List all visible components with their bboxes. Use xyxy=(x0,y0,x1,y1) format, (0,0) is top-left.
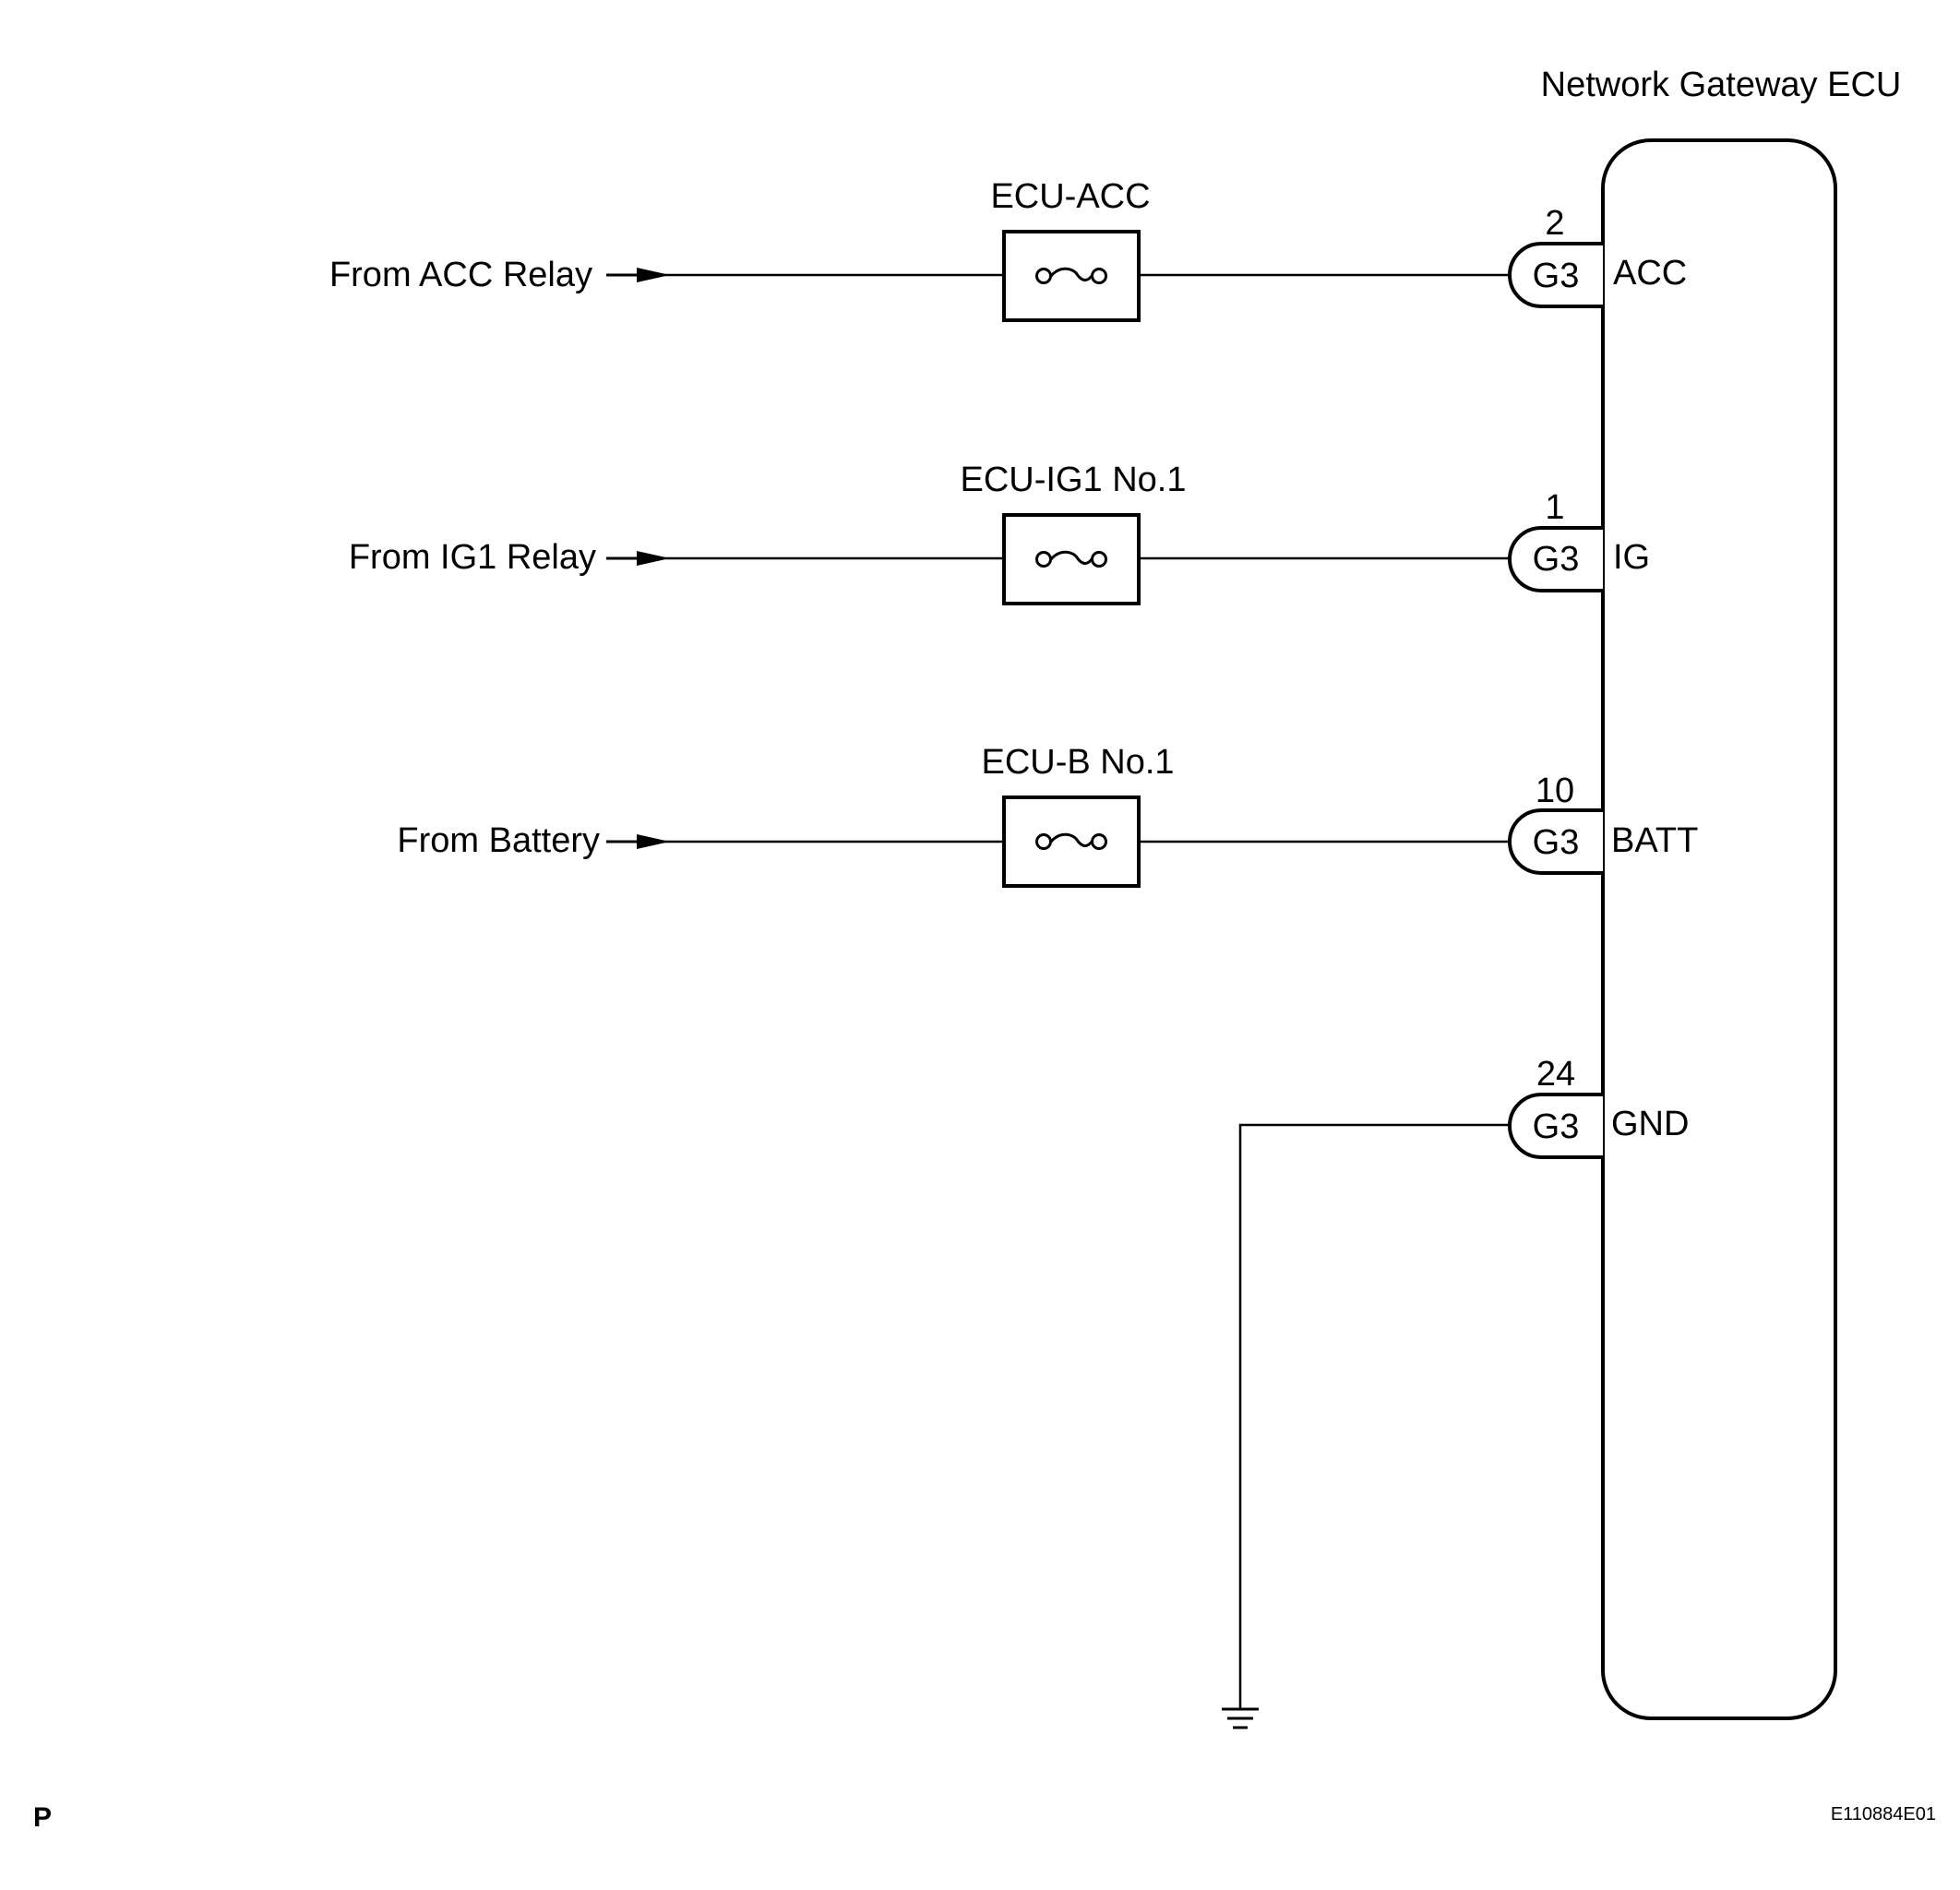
connector-code-g3: G3 xyxy=(1533,1107,1580,1146)
ground-wire xyxy=(1238,1123,1511,1709)
ground-icon xyxy=(1222,1707,1259,1729)
source-label-battery: From Battery xyxy=(397,821,600,860)
connector-code-g3: G3 xyxy=(1533,823,1580,862)
circuit-batt: From Battery ECU-B No.1 10 G3 BATT xyxy=(397,743,1698,888)
terminal-batt: BATT xyxy=(1611,821,1698,860)
circuit-acc: From ACC Relay ECU-ACC 2 G3 ACC xyxy=(329,177,1687,322)
connector-g3-ig xyxy=(1508,526,1603,592)
pin-number-1: 1 xyxy=(1545,488,1564,527)
fuse-label-ecu-ig1-no1: ECU-IG1 No.1 xyxy=(961,461,1187,499)
terminal-gnd: GND xyxy=(1611,1105,1689,1143)
fuse-icon xyxy=(1002,513,1141,605)
fuse-icon xyxy=(1002,795,1141,888)
terminal-ig: IG xyxy=(1613,538,1650,577)
fuse-icon xyxy=(1002,230,1141,322)
pin-number-10: 10 xyxy=(1536,772,1574,810)
connector-g3-batt xyxy=(1508,808,1603,875)
fuse-label-ecu-b-no1: ECU-B No.1 xyxy=(981,743,1174,782)
source-label-ig1-relay: From IG1 Relay xyxy=(349,538,596,577)
pin-number-24: 24 xyxy=(1536,1055,1575,1094)
figure-code: E110884E01 xyxy=(1831,1804,1936,1824)
corner-mark: P xyxy=(33,1802,52,1833)
source-label-acc-relay: From ACC Relay xyxy=(329,256,592,294)
connector-code-g3: G3 xyxy=(1533,540,1580,579)
terminal-acc: ACC xyxy=(1613,254,1687,293)
ecu-title: Network Gateway ECU xyxy=(1541,66,1902,104)
circuit-ig: From IG1 Relay ECU-IG1 No.1 1 G3 IG xyxy=(349,461,1650,605)
connector-code-g3: G3 xyxy=(1533,257,1580,295)
pin-number-2: 2 xyxy=(1545,204,1564,243)
fuse-label-ecu-acc: ECU-ACC xyxy=(990,177,1150,216)
circuit-gnd: 24 G3 GND xyxy=(1222,1055,1689,1729)
network-gateway-ecu-box xyxy=(1601,138,1837,1720)
connector-g3-acc xyxy=(1508,242,1603,308)
